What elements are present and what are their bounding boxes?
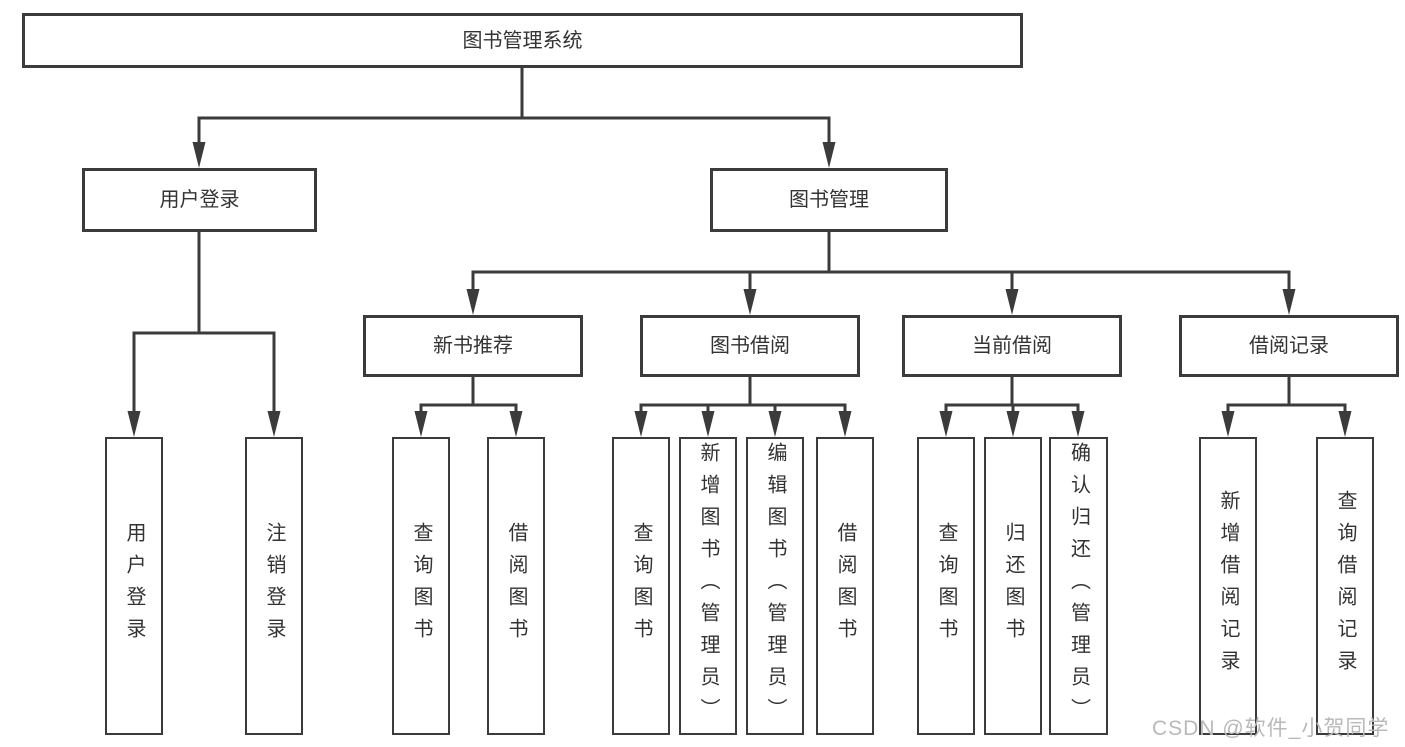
leaf-confirm-return-admin: 确认归还（管理员） bbox=[1049, 437, 1108, 735]
csdn-watermark: CSDN @软件_小贺同学 bbox=[1152, 717, 1390, 740]
node-root: 图书管理系统 bbox=[22, 13, 1023, 68]
leaf-add-borrow-record: 新增借阅记录 bbox=[1199, 437, 1257, 735]
leaf-query-borrow-record: 查询借阅记录 bbox=[1316, 437, 1374, 735]
node-current-borrowing: 当前借阅 bbox=[902, 315, 1122, 377]
connector-root-to-level1 bbox=[197, 66, 831, 146]
leaf-add-book-admin: 新增图书（管理员） bbox=[679, 437, 737, 735]
leaf-logout: 注销登录 bbox=[245, 437, 303, 735]
leaf-edit-book-admin: 编辑图书（管理员） bbox=[746, 437, 804, 735]
node-borrowing-records: 借阅记录 bbox=[1179, 315, 1399, 377]
leaf-borrow-books-newgroup: 借阅图书 bbox=[487, 437, 545, 735]
node-book-borrowing: 图书借阅 bbox=[640, 315, 860, 377]
connector-records-to-leaves bbox=[1226, 375, 1347, 415]
leaf-query-books-borrowgroup: 查询图书 bbox=[612, 437, 670, 735]
leaf-user-login: 用户登录 bbox=[105, 437, 163, 735]
leaf-query-books-currentgroup: 查询图书 bbox=[917, 437, 975, 735]
leaf-return-books: 归还图书 bbox=[984, 437, 1042, 735]
node-user-login: 用户登录 bbox=[82, 168, 317, 232]
connector-borrowing-to-leaves bbox=[639, 375, 847, 415]
arrowheads bbox=[127, 142, 1352, 437]
node-new-book-recommend: 新书推荐 bbox=[363, 315, 583, 377]
connector-user-login-to-leaves bbox=[132, 230, 276, 415]
connector-current-to-leaves bbox=[944, 375, 1080, 415]
node-book-management: 图书管理 bbox=[710, 168, 948, 232]
connector-book-mgmt-to-level2 bbox=[471, 230, 1291, 293]
leaf-borrow-books-borrowgroup: 借阅图书 bbox=[816, 437, 874, 735]
connector-new-books-to-leaves bbox=[419, 375, 518, 415]
leaf-query-books-newgroup: 查询图书 bbox=[392, 437, 450, 735]
